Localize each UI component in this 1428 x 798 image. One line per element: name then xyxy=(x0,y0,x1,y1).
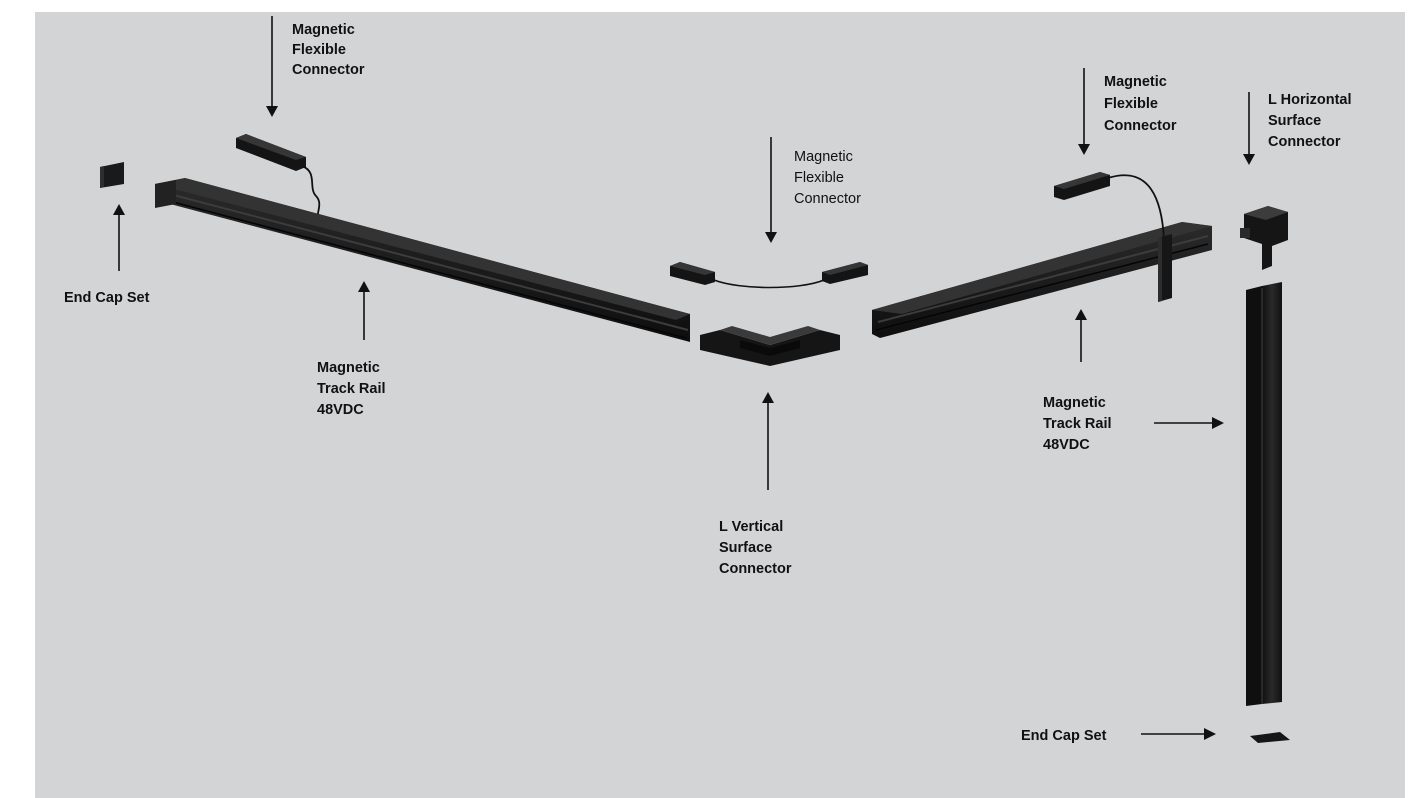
rail-vertical-part xyxy=(1246,282,1282,706)
arrow-flex-left xyxy=(266,16,278,117)
arrow-end-cap-bottom xyxy=(1141,728,1216,740)
label-rail-right-line: Magnetic xyxy=(1043,395,1106,411)
label-rail-left-line: Track Rail xyxy=(317,381,386,397)
l-horizontal-connector-part xyxy=(1240,206,1288,270)
label-flex-right: Magnetic Flexible Connector xyxy=(1104,74,1177,134)
label-l-horizontal-line: L Horizontal xyxy=(1268,92,1352,108)
label-l-vertical: L Vertical Surface Connector xyxy=(719,519,792,577)
arrow-flex-right xyxy=(1078,68,1090,155)
label-rail-left: Magnetic Track Rail 48VDC xyxy=(317,360,390,418)
label-rail-right-line: Track Rail xyxy=(1043,416,1112,432)
end-cap-bottom-part xyxy=(1250,732,1290,743)
label-flex-right-line: Magnetic xyxy=(1104,74,1167,90)
arrow-rail-left xyxy=(358,281,370,340)
label-flex-left-line: Connector xyxy=(292,62,365,78)
l-vertical-connector-part xyxy=(700,326,840,366)
label-flex-center-line: Magnetic xyxy=(794,149,853,165)
flex-connector-right-part xyxy=(1054,172,1172,302)
label-flex-right-line: Flexible xyxy=(1104,96,1158,112)
arrow-l-horizontal xyxy=(1243,92,1255,165)
label-l-horizontal: L Horizontal Surface Connector xyxy=(1268,92,1356,150)
arrow-flex-center xyxy=(765,137,777,243)
label-flex-center-line: Connector xyxy=(794,191,861,207)
label-l-horizontal-line: Surface xyxy=(1268,113,1321,129)
arrow-l-vertical xyxy=(762,392,774,490)
label-flex-right-line: Connector xyxy=(1104,118,1177,134)
label-rail-right-line: 48VDC xyxy=(1043,437,1090,453)
label-l-vertical-line: Connector xyxy=(719,561,792,577)
arrow-rail-vertical xyxy=(1154,417,1224,429)
label-flex-center-line: Flexible xyxy=(794,170,844,186)
label-rail-right: Magnetic Track Rail 48VDC xyxy=(1043,395,1116,453)
label-l-horizontal-line: Connector xyxy=(1268,134,1341,150)
label-rail-left-line: 48VDC xyxy=(317,402,364,418)
label-end-cap-bottom: End Cap Set xyxy=(1021,728,1107,744)
label-flex-left: Magnetic Flexible Connector xyxy=(292,22,365,78)
label-rail-left-line: Magnetic xyxy=(317,360,380,376)
label-end-cap-left: End Cap Set xyxy=(64,290,150,306)
label-l-vertical-line: Surface xyxy=(719,540,772,556)
arrow-end-cap-left xyxy=(113,204,125,271)
label-flex-left-line: Flexible xyxy=(292,42,346,58)
rail-right-part xyxy=(872,222,1212,338)
flex-connector-left-part xyxy=(236,134,321,215)
rail-left-part xyxy=(155,178,690,342)
flex-connector-center-part xyxy=(670,262,868,289)
arrow-rail-right xyxy=(1075,309,1087,362)
end-cap-left-part xyxy=(100,162,124,188)
label-flex-center: Magnetic Flexible Connector xyxy=(794,149,861,207)
label-l-vertical-line: L Vertical xyxy=(719,519,783,535)
label-flex-left-line: Magnetic xyxy=(292,22,355,38)
